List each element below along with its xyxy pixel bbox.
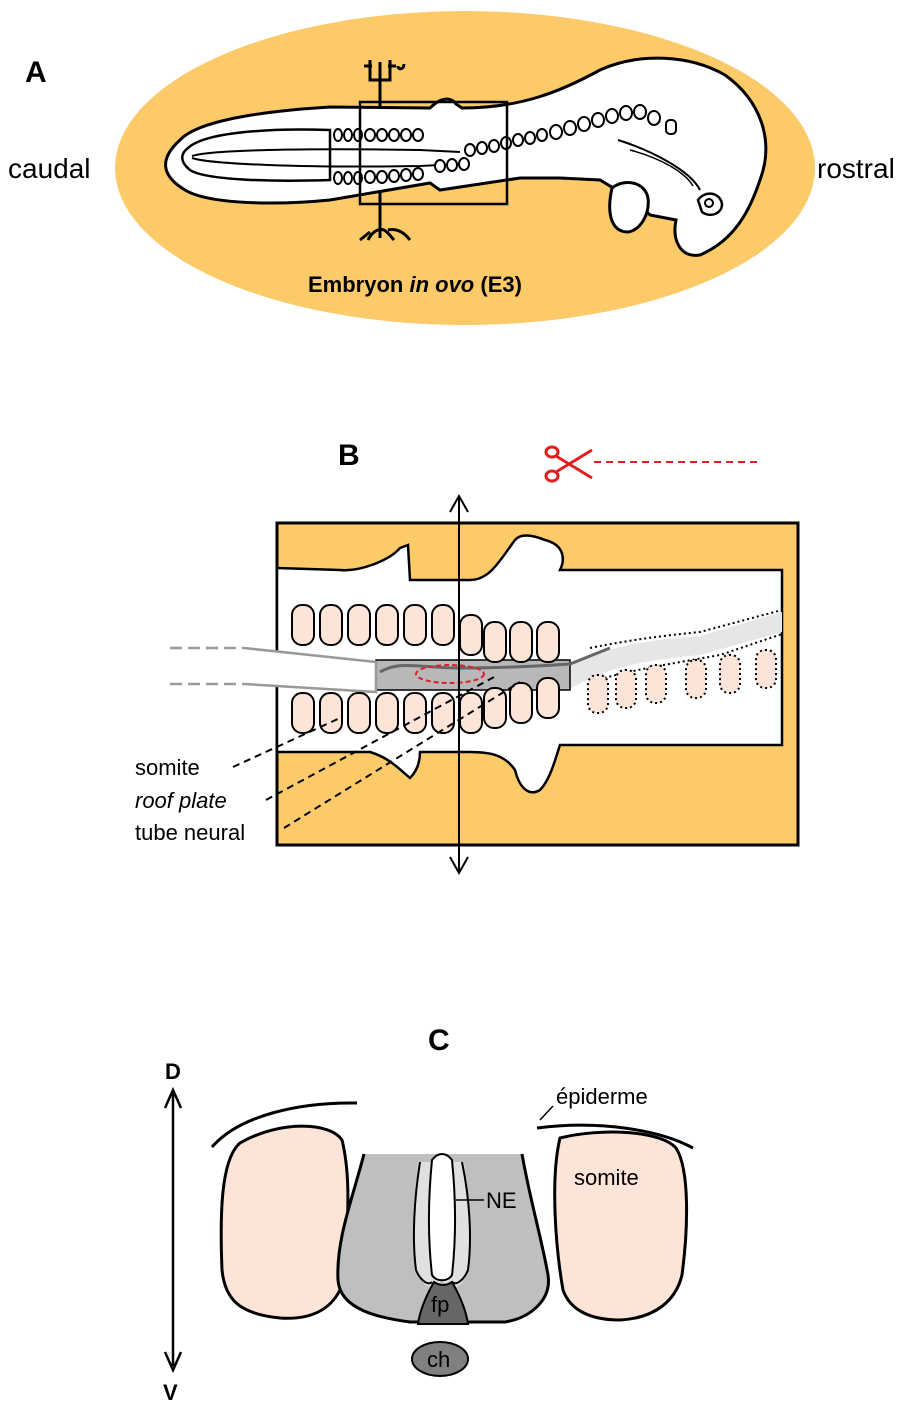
panel-a: A caudal rostral Embryon in ovo (E3) — [8, 11, 895, 325]
eye-outline — [698, 194, 722, 215]
fp-label: fp — [431, 1292, 449, 1317]
tube-neural-label: tube neural — [135, 820, 245, 845]
panel-b-letter: B — [338, 439, 360, 472]
dv-axis-arrow — [165, 1090, 181, 1370]
caption-prefix: Embryon — [308, 272, 409, 297]
roof-plate-label: roof plate — [135, 788, 227, 813]
caption-suffix: (E3) — [474, 272, 522, 297]
somite-right — [555, 1132, 687, 1320]
epiderme-label: épiderme — [556, 1084, 648, 1109]
ne-label: NE — [486, 1188, 517, 1213]
scissors-icon — [546, 447, 592, 481]
panel-b: B — [135, 439, 798, 873]
ch-label: ch — [427, 1347, 450, 1372]
dorsal-label: D — [165, 1059, 181, 1084]
panel-c-letter: C — [428, 1024, 450, 1057]
rostral-label: rostral — [817, 153, 895, 184]
embryo-caption: Embryon in ovo (E3) — [308, 272, 522, 297]
ventral-label: V — [163, 1380, 178, 1402]
caption-italic: in ovo — [409, 272, 474, 297]
capillary-tail — [170, 648, 244, 684]
panel-a-letter: A — [25, 56, 47, 89]
somite-label-b: somite — [135, 755, 200, 780]
epidermis-leader — [540, 1106, 553, 1120]
somite-label-c: somite — [574, 1165, 639, 1190]
somite-left — [221, 1126, 348, 1318]
panel-c: C D V épiderme somite NE fp ch — [163, 1024, 693, 1402]
caudal-label: caudal — [8, 153, 91, 184]
somite-block-marker — [666, 120, 676, 134]
neural-lumen — [429, 1154, 455, 1280]
